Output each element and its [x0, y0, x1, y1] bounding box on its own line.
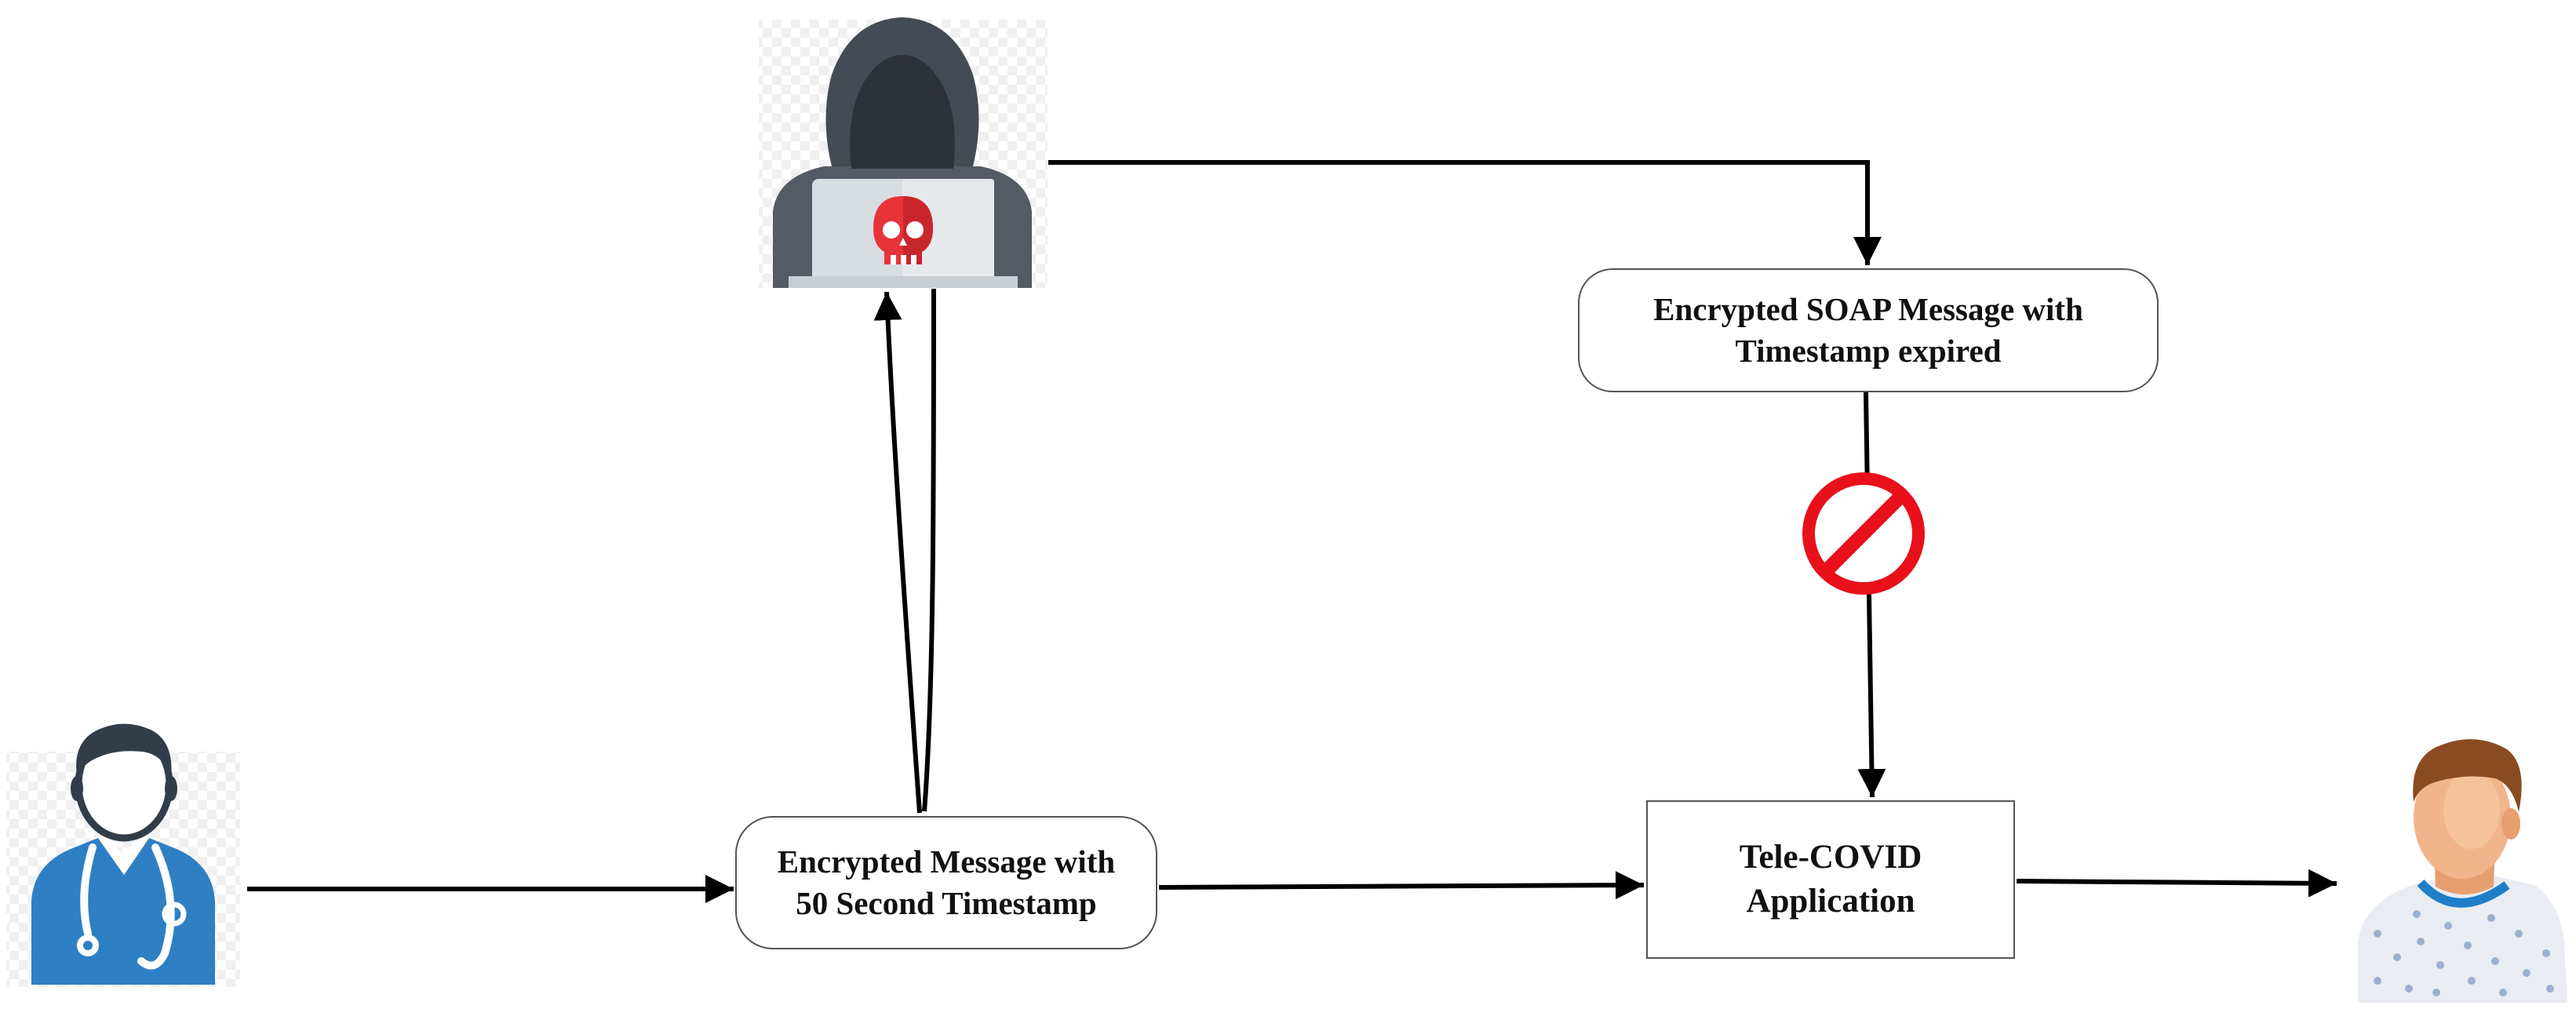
prohibited-icon: [1802, 472, 1925, 595]
patient-icon: [2358, 739, 2567, 1003]
application-line2: Application: [1746, 883, 1915, 920]
doctor-icon: [6, 723, 240, 987]
line-hacker-to-message: [922, 288, 936, 812]
soap-message-line1: Encrypted SOAP Message with: [1653, 290, 2083, 327]
encrypted-message-line1: Encrypted Message with: [777, 843, 1116, 880]
encrypted-message-line2: 50 Second Timestamp: [796, 885, 1097, 921]
tele-covid-application-box: Tele-COVID Application: [1646, 800, 2015, 959]
arrow-message-to-app: [1158, 871, 1645, 900]
expired-soap-message-box: Encrypted SOAP Message with Timestamp ex…: [1578, 268, 2159, 392]
skull-icon: [873, 196, 933, 264]
arrow-message-to-hacker: [873, 291, 922, 814]
arrow-hacker-to-soap: [1048, 160, 1882, 265]
encrypted-message-box: Encrypted Message with 50 Second Timesta…: [735, 816, 1157, 949]
arrow-soap-to-app: [1857, 392, 1886, 798]
application-line1: Tele-COVID: [1739, 839, 1922, 876]
soap-message-line2: Timestamp expired: [1735, 333, 2002, 369]
arrow-app-to-patient: [2016, 869, 2337, 898]
hacker-icon: [759, 17, 1048, 288]
